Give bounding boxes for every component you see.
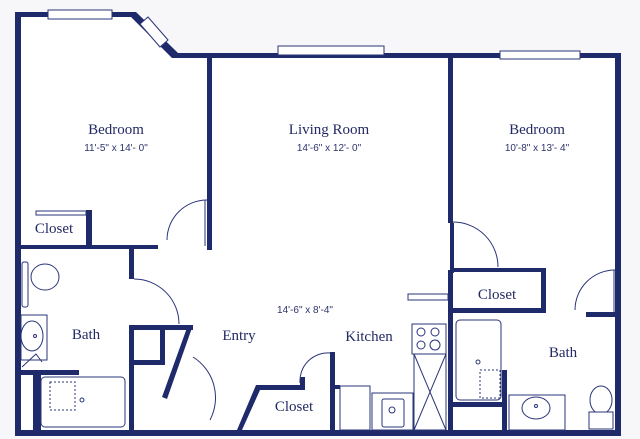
closet-bedroom-1-label: Closet	[34, 221, 74, 237]
windows	[47, 9, 581, 60]
left-bath-fixtures	[20, 261, 126, 428]
doors	[133, 199, 616, 421]
bedroom-1-dimensions: 11'-5" x 14'- 0"	[84, 143, 148, 154]
living-room-dimensions: 14'-6" x 12'- 0"	[296, 143, 362, 154]
living-room-label: Living Room	[288, 122, 370, 138]
entry-label: Entry	[222, 328, 256, 344]
kitchen-dimensions: 14'-6" x 8'-4"	[277, 305, 333, 316]
bath-right-label: Bath	[548, 345, 578, 361]
interior-walls	[21, 55, 616, 435]
kitchen-fixtures	[339, 293, 449, 431]
bedroom-1-label: Bedroom	[88, 122, 144, 138]
bath-left-label: Bath	[71, 327, 101, 343]
bedroom-2-dimensions: 10'-8" x 13'- 4"	[504, 143, 570, 154]
closet-bedroom-2-label: Closet	[477, 287, 517, 303]
kitchen-label: Kitchen	[345, 329, 393, 345]
right-bath-fixtures	[455, 319, 614, 431]
bedroom-2-label: Bedroom	[509, 122, 565, 138]
closet-entry-label: Closet	[274, 399, 314, 415]
